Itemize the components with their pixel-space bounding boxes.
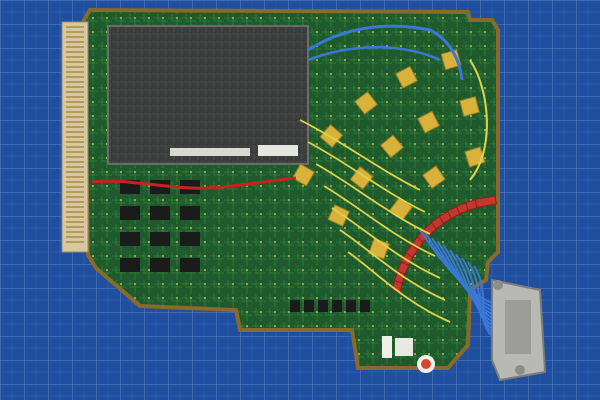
top-blue-wire-2 — [307, 46, 441, 62]
yellow-wires — [299, 59, 488, 323]
edge-connector — [61, 21, 89, 253]
board-labels — [382, 336, 435, 373]
top-blue-wire — [307, 24, 464, 81]
red-wire — [91, 176, 297, 190]
shield-can — [107, 25, 309, 165]
metal-bracket-connector — [491, 278, 547, 382]
